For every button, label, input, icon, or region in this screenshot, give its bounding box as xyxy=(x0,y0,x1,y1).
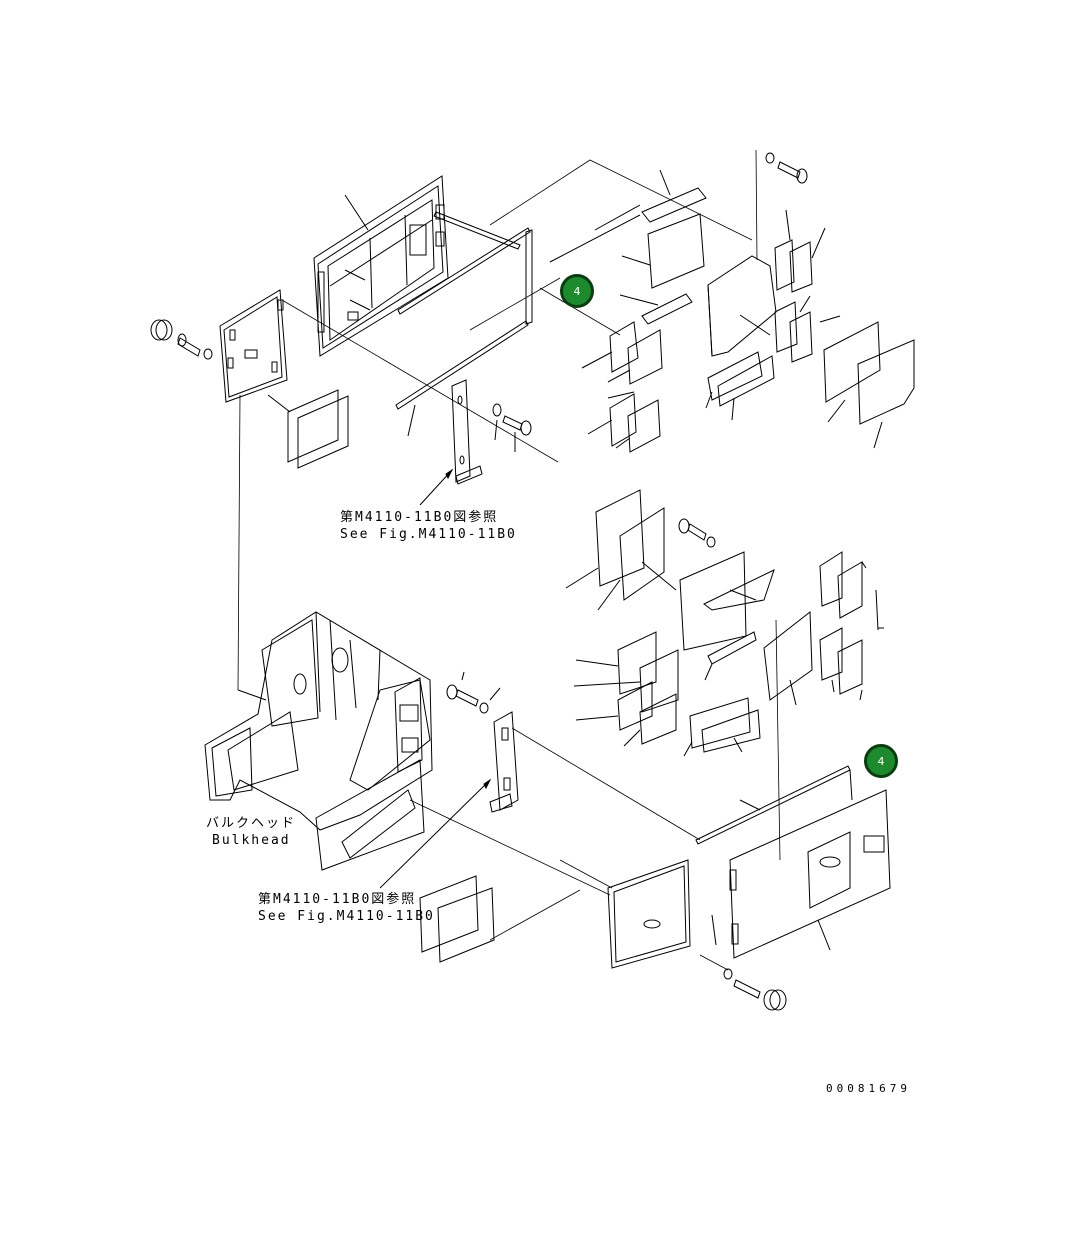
top-right-parts xyxy=(609,187,915,453)
bulkhead-label-en: Bulkhead xyxy=(212,833,291,848)
callout-4-bottom[interactable]: 4 xyxy=(864,744,898,778)
top-bolt-middle xyxy=(492,403,532,436)
bottom-knob-bolt xyxy=(723,968,787,1011)
left-pad xyxy=(287,389,349,469)
ref-label-top-jp: 第M4110-11B0図参照 xyxy=(340,510,499,525)
top-frame-panel xyxy=(313,175,449,357)
bottom-bracket xyxy=(489,711,519,813)
top-knob-bolt xyxy=(150,319,213,360)
bottom-right-bolt xyxy=(678,518,716,548)
bottom-seal-strip xyxy=(695,765,851,845)
callout-4-top[interactable]: 4 xyxy=(560,274,594,308)
bottom-right-parts xyxy=(595,489,863,753)
bottom-left-pad xyxy=(419,875,495,963)
ref-label-bottom-jp: 第M4110-11B0図参照 xyxy=(258,892,417,907)
bulkhead-structure xyxy=(204,611,433,871)
bottom-right-cover xyxy=(729,789,891,959)
left-cover-panel xyxy=(219,289,288,403)
top-right-bolt xyxy=(765,152,808,184)
bulkhead-label-jp: バルクヘッド xyxy=(206,816,297,831)
ref-label-bottom-en: See Fig.M4110-11B0 xyxy=(258,909,435,924)
top-bracket xyxy=(451,379,483,485)
document-number: 00081679 xyxy=(826,1082,911,1095)
top-seal-strips xyxy=(395,211,533,410)
ref-label-top-en: See Fig.M4110-11B0 xyxy=(340,527,517,542)
bottom-cover-panel xyxy=(559,859,691,969)
bottom-bolt-middle xyxy=(446,684,489,714)
